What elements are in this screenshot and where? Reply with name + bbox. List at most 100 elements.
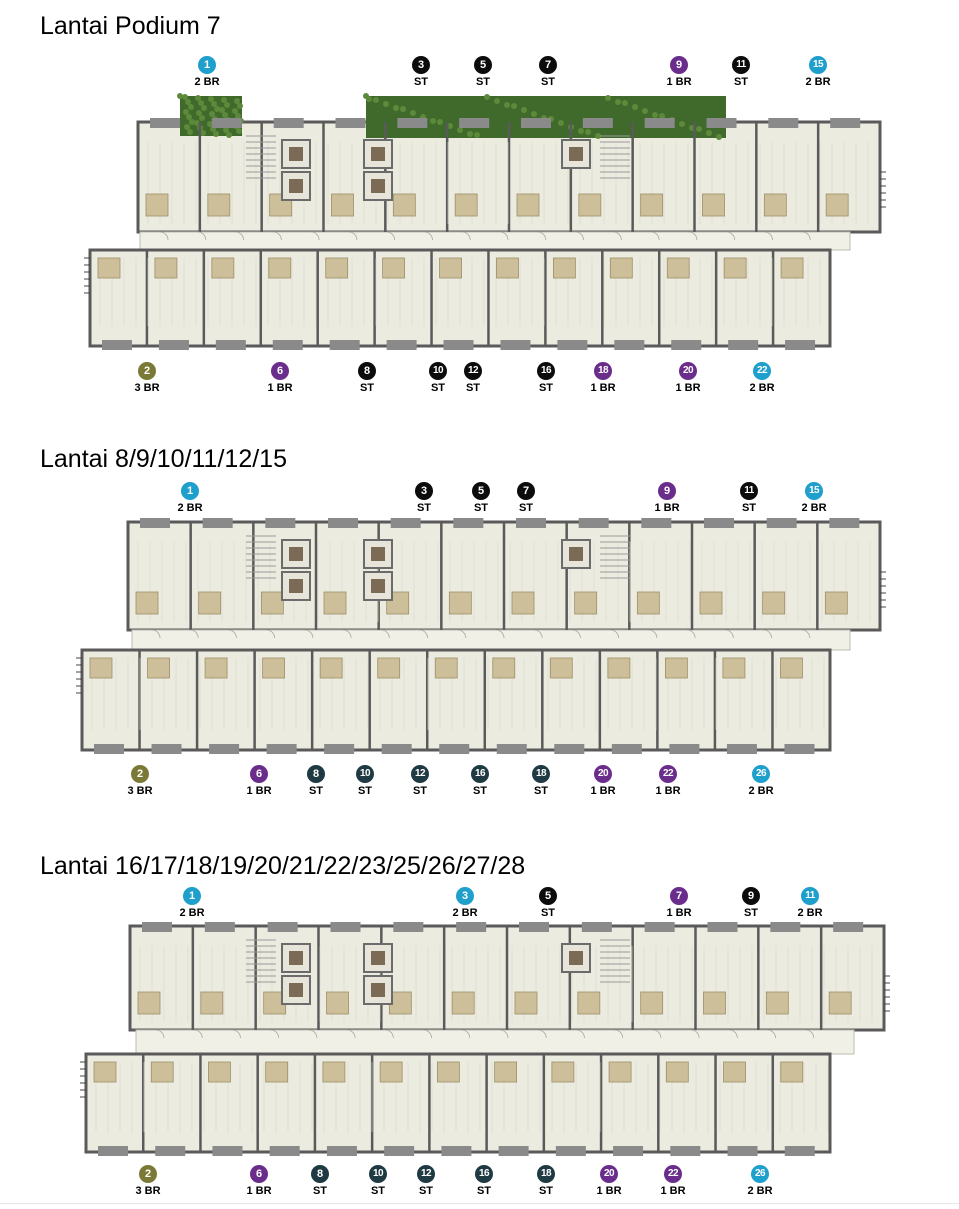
unit-type-label: 2 BR: [749, 382, 775, 394]
unit-number-badge: 15: [809, 56, 827, 74]
unit-number-badge: 22: [659, 765, 677, 783]
unit-number-badge: 16: [471, 765, 489, 783]
unit-marker-6: 6 1 BR: [237, 765, 281, 797]
unit-type-label: 2 BR: [452, 907, 478, 919]
unit-number-badge: 5: [539, 887, 557, 905]
unit-type-label: 1 BR: [246, 785, 272, 797]
unit-type-label: ST: [359, 382, 375, 394]
unit-number-badge: 10: [429, 362, 447, 380]
unit-type-label: ST: [473, 502, 489, 514]
unit-number-badge: 5: [474, 56, 492, 74]
floor-title: Lantai 16/17/18/19/20/21/22/23/25/26/27/…: [40, 852, 526, 880]
unit-number-badge: 8: [307, 765, 325, 783]
unit-type-label: 3 BR: [127, 785, 153, 797]
unit-number-badge: 7: [517, 482, 535, 500]
unit-number-badge: 20: [600, 1165, 618, 1183]
unit-number-badge: 12: [417, 1165, 435, 1183]
unit-marker-26: 26 2 BR: [738, 1165, 782, 1197]
unit-number-badge: 7: [539, 56, 557, 74]
unit-number-badge: 9: [658, 482, 676, 500]
unit-type-label: 3 BR: [134, 382, 160, 394]
unit-type-label: ST: [475, 76, 491, 88]
unit-type-label: ST: [308, 785, 324, 797]
unit-type-label: ST: [540, 907, 556, 919]
unit-number-badge: 2: [131, 765, 149, 783]
unit-number-badge: 12: [411, 765, 429, 783]
bottom-divider: [0, 1203, 959, 1204]
floor-title: Lantai 8/9/10/11/12/15: [40, 445, 287, 473]
staircase-icon: [600, 135, 630, 179]
staircase-icon: [600, 535, 630, 579]
unit-number-badge: 6: [271, 362, 289, 380]
unit-type-label: ST: [540, 76, 556, 88]
unit-type-label: 2 BR: [805, 76, 831, 88]
unit-number-badge: 11: [740, 482, 758, 500]
unit-number-badge: 16: [537, 362, 555, 380]
unit-number-badge: 6: [250, 765, 268, 783]
unit-type-label: 1 BR: [590, 785, 616, 797]
unit-number-badge: 1: [198, 56, 216, 74]
unit-type-label: ST: [743, 907, 759, 919]
unit-type-label: ST: [312, 1185, 328, 1197]
unit-type-label: ST: [533, 785, 549, 797]
unit-number-badge: 12: [464, 362, 482, 380]
unit-type-label: ST: [476, 1185, 492, 1197]
unit-number-badge: 20: [594, 765, 612, 783]
unit-number-badge: 26: [751, 1165, 769, 1183]
unit-number-badge: 3: [412, 56, 430, 74]
unit-number-badge: 11: [732, 56, 750, 74]
unit-number-badge: 20: [679, 362, 697, 380]
lift-icon: [363, 171, 393, 201]
unit-type-label: ST: [370, 1185, 386, 1197]
staircase-icon: [246, 535, 276, 579]
unit-type-label: ST: [733, 76, 749, 88]
unit-marker-6: 6 1 BR: [237, 1165, 281, 1197]
unit-type-label: ST: [416, 502, 432, 514]
unit-number-badge: 22: [664, 1165, 682, 1183]
floor-title: Lantai Podium 7: [40, 12, 221, 40]
unit-number-badge: 18: [537, 1165, 555, 1183]
unit-type-label: 2 BR: [747, 1185, 773, 1197]
unit-number-badge: 8: [311, 1165, 329, 1183]
unit-type-label: 1 BR: [267, 382, 293, 394]
corridor: [135, 1029, 855, 1055]
unit-number-badge: 9: [670, 56, 688, 74]
unit-type-label: ST: [413, 76, 429, 88]
unit-type-label: 1 BR: [246, 1185, 272, 1197]
unit-number-badge: 6: [250, 1165, 268, 1183]
unit-number-badge: 18: [594, 362, 612, 380]
unit-number-badge: 1: [181, 482, 199, 500]
